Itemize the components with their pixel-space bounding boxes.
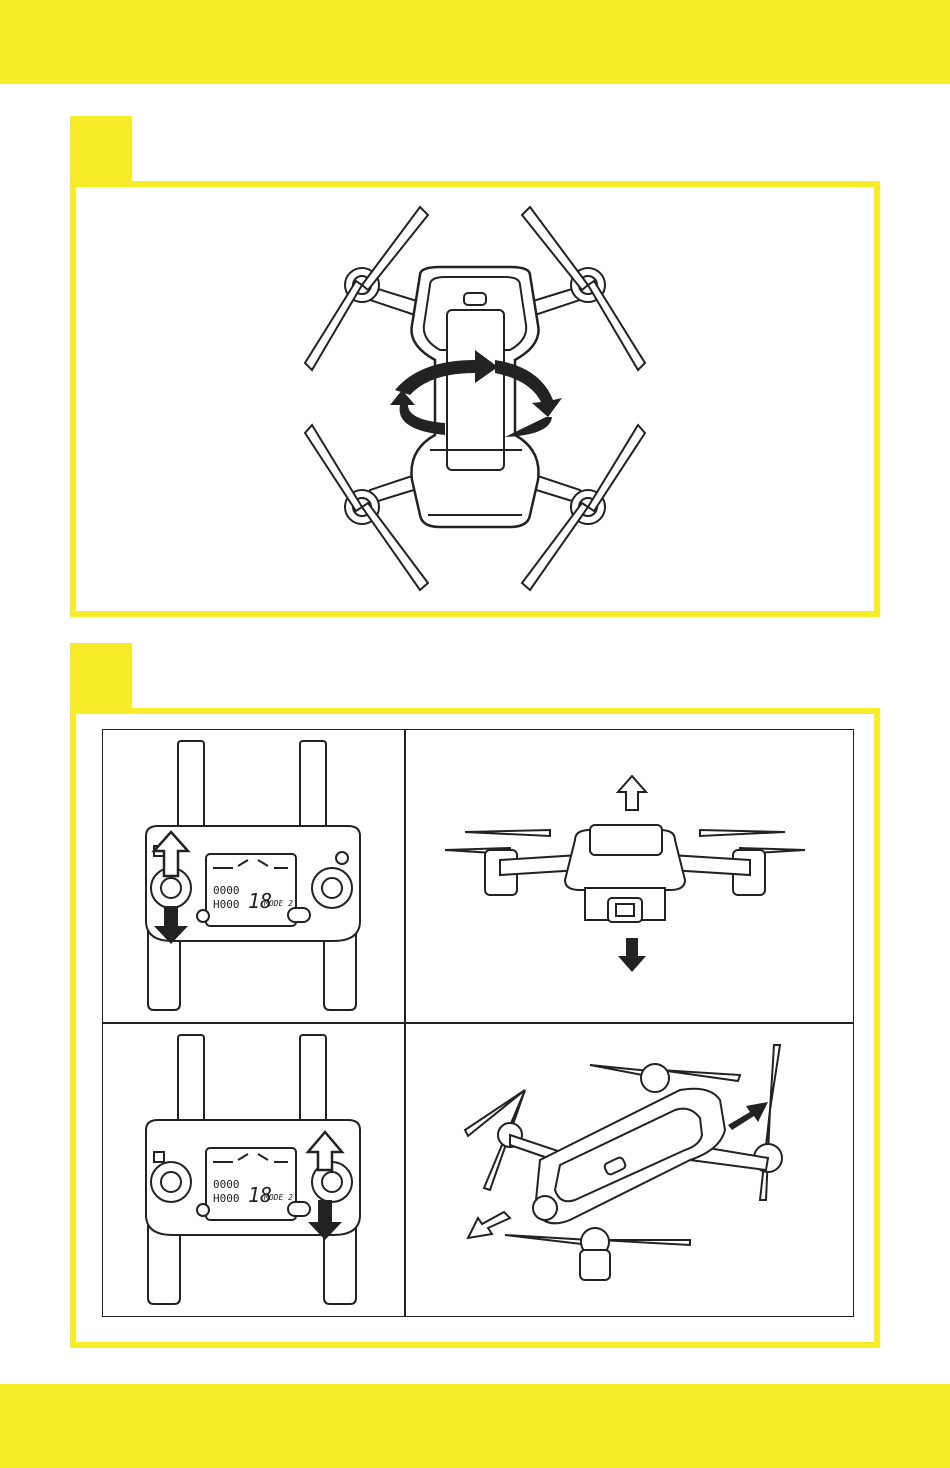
top-band [0, 0, 950, 84]
arrow-backward-icon [468, 1212, 510, 1238]
lcd-counter-top: 0000 [213, 884, 240, 897]
bottom-band [0, 1384, 950, 1468]
section-1-marker [70, 116, 132, 184]
lcd-counter-top-2: 0000 [213, 1178, 240, 1191]
lcd-counter-bottom: H000 [213, 898, 240, 911]
arrow-up-icon [618, 776, 646, 810]
lcd-counter-bottom-2: H000 [213, 1192, 240, 1205]
lcd-mode: MODE 2 [263, 899, 293, 908]
drone-front-view [440, 770, 810, 985]
remote-controller-left-stick: 0000 H000 18 MODE 2 [138, 736, 368, 1014]
arrow-forward-icon [728, 1102, 768, 1130]
drone-angled-view [450, 1050, 800, 1290]
drone-top-view [290, 195, 660, 605]
remote-controller-right-stick: 0000 H000 18 MODE 2 [138, 1030, 368, 1308]
table-divider-horizontal [102, 1022, 854, 1024]
arrow-down-icon [618, 938, 646, 972]
section-2-marker [70, 643, 132, 711]
lcd-mode-2: MODE 2 [263, 1193, 293, 1202]
